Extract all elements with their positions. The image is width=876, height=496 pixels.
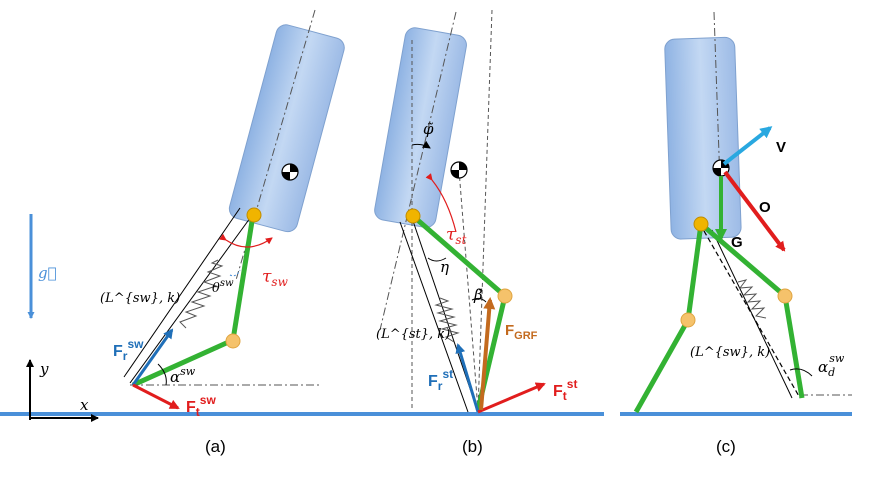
eta-label-b: η [440,258,449,276]
body-axis-a [235,9,316,281]
hip-foot-dashed-c [699,223,801,399]
alpha-arc-c [789,368,813,377]
knee-joint-b [497,288,513,304]
tau-label-a: τsw [262,267,289,289]
length-label-a: (L^{sw}, k) [100,291,180,306]
y-axis-label: y [39,360,49,378]
beta-label-b: β̃ [473,286,483,304]
v-label-c: V [776,139,786,156]
caption-a: (a) [205,437,226,456]
hip-joint-c [693,216,709,232]
fr-label-b: Frst [428,367,453,393]
o-label-c: O [759,199,771,216]
panel-c: V O G (L^{sw}, k) αdsw (c) [633,11,852,456]
eta-arc-b [427,257,447,262]
force-ft-b [477,382,546,414]
hip-joint-b [405,208,421,224]
body-b [374,27,467,228]
force-fr-b [455,343,480,413]
force-fgrf-b [479,297,496,411]
body-axis-c [713,11,723,241]
spring-b [434,297,460,343]
theta-arc-a [229,269,241,277]
body-c [664,36,742,240]
tau-arc-b [425,173,457,233]
phi-arc-b [411,140,431,149]
knee-joint-stance-c [680,312,696,328]
leg-line-c [711,229,793,399]
spring-a [179,259,224,329]
alpha-label-a: αsw [170,365,196,386]
tau-arc-a [219,233,273,248]
knee-joint-a [225,333,241,349]
x-axis-label: x [80,396,89,414]
panel-a: τsw θsw (L^{sw}, k) αsw Frsw Ftsw (a) [100,9,345,456]
panel-b: φ̃ τst η β̃ (L^{st}, k) FGRF Frst Ftst (… [374,9,577,456]
hip-joint-a [246,207,262,223]
com-symbol-b [450,161,468,179]
body-a [228,24,345,233]
fr-label-a: Frsw [113,337,144,363]
length-label-c: (L^{sw}, k) [690,345,770,360]
g-label-c: G [731,234,743,251]
ft-label-a: Ftsw [186,393,216,419]
spring-c [737,279,767,319]
swing-leg-c [699,222,805,399]
force-ft-a [132,383,180,410]
com-symbol-a [281,163,299,181]
o-arrow-c [723,170,786,252]
caption-c: (c) [716,437,736,456]
body-axis-b [379,11,457,331]
tau-label-b: τst [446,225,467,247]
theta-label-a: θsw [212,278,234,296]
force-fr-a [131,328,174,386]
caption-b: (b) [462,437,483,456]
leg-line2-b [399,221,469,413]
velocity-arrow-c [722,126,773,166]
ft-label-b: Ftst [553,377,577,403]
fgrf-label-b: FGRF [505,322,538,342]
gravity-label: g⃗ [38,264,57,282]
alpha-arc-a [157,363,167,386]
hip-foot-line-b [458,169,479,411]
alpha-label-c: αdsw [818,352,845,379]
knee-joint-swing-c [777,288,793,304]
length-label-b: (L^{st}, k) [376,327,450,342]
com-leg-line-b [477,9,493,411]
phi-label-b: φ̃ [423,120,434,138]
